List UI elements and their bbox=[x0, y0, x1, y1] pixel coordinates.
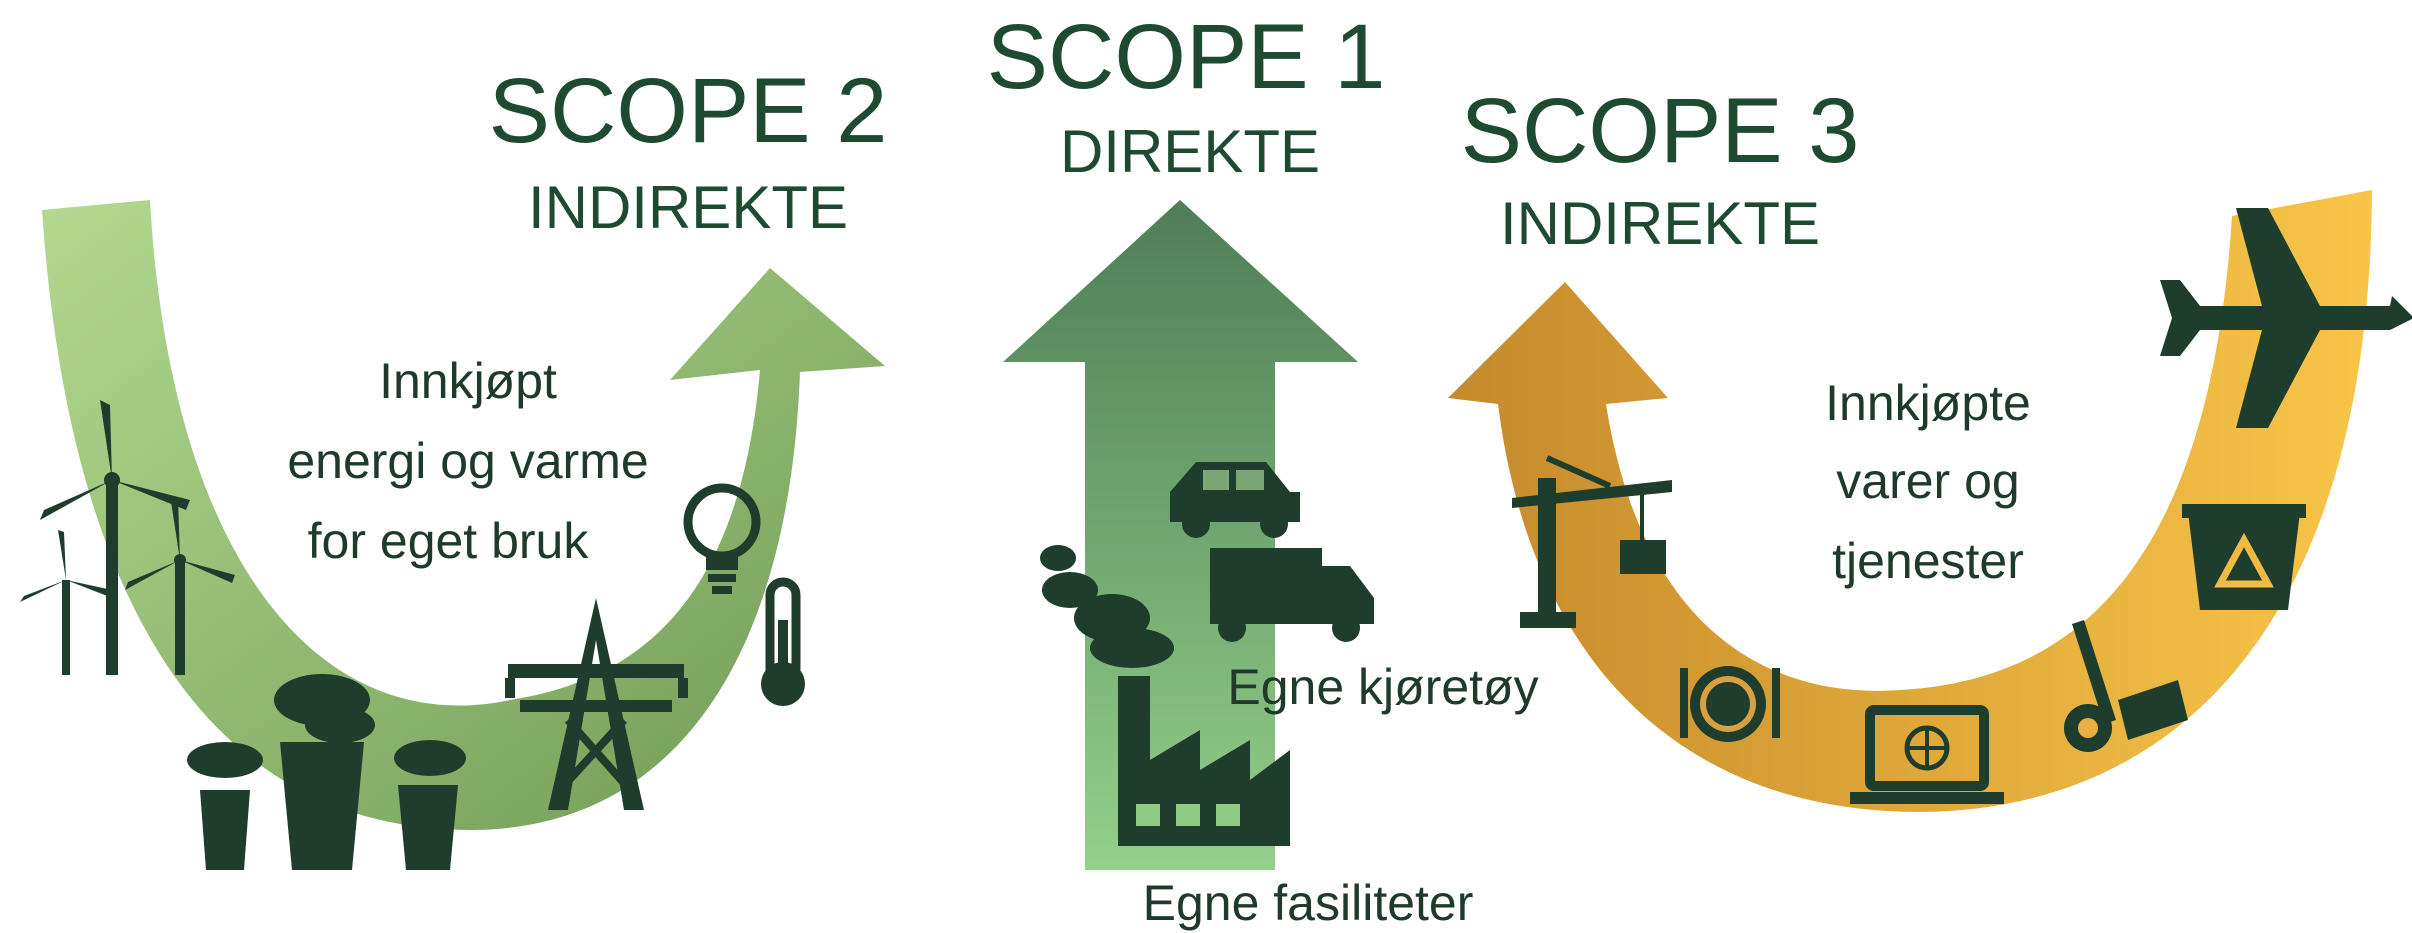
light-bulb-icon bbox=[683, 483, 761, 594]
scope3-label-line-2: varer og bbox=[1836, 453, 2019, 509]
scope3-label: Innkjøpte varer og tjenester bbox=[1825, 375, 2031, 589]
car-icon bbox=[1170, 462, 1300, 538]
factory-icon bbox=[1118, 676, 1290, 846]
crane-icon bbox=[1512, 455, 1672, 628]
scope3-label-line-3: tjenester bbox=[1832, 533, 2024, 589]
scope2-label: Innkjøpt energi og varme for eget bruk bbox=[287, 353, 648, 569]
scope2-label-line-2: energi og varme bbox=[287, 433, 648, 489]
laptop-icon bbox=[1850, 705, 2004, 804]
hand-truck-icon bbox=[2064, 620, 2188, 752]
scope2-heading: SCOPE 2 INDIREKTE bbox=[489, 60, 888, 241]
scope1-arrow bbox=[1003, 200, 1358, 870]
plate-cutlery-icon bbox=[1680, 666, 1780, 742]
airplane-icon bbox=[2160, 208, 2412, 428]
scope1-title: SCOPE 1 bbox=[987, 6, 1386, 108]
scope2-label-line-3: for eget bruk bbox=[308, 513, 590, 569]
power-pylon-icon bbox=[505, 598, 688, 810]
truck-icon bbox=[1210, 548, 1374, 642]
scope2-subtitle: INDIREKTE bbox=[528, 174, 848, 241]
thermometer-icon bbox=[761, 577, 805, 706]
smoke-icon bbox=[1040, 545, 1174, 668]
scope1-heading: SCOPE 1 DIREKTE bbox=[987, 6, 1386, 185]
scope3-title: SCOPE 3 bbox=[1461, 80, 1860, 182]
scope1-subtitle: DIREKTE bbox=[1060, 118, 1320, 185]
scope3-label-line-1: Innkjøpte bbox=[1825, 375, 2031, 431]
scope1-facilities-label: Egne fasiliteter bbox=[1143, 875, 1474, 931]
scope1-vehicles-label: Egne kjøretøy bbox=[1227, 659, 1538, 715]
recycle-bin-icon bbox=[2182, 504, 2306, 610]
scope3-heading: SCOPE 3 INDIREKTE bbox=[1461, 80, 1860, 257]
scope2-label-line-1: Innkjøpt bbox=[379, 353, 557, 409]
scope3-arrow bbox=[1448, 190, 2372, 812]
scope3-subtitle: INDIREKTE bbox=[1500, 190, 1820, 257]
power-plant-icon bbox=[187, 674, 466, 870]
wind-turbine-icon bbox=[20, 400, 235, 675]
scope2-title: SCOPE 2 bbox=[489, 60, 888, 162]
